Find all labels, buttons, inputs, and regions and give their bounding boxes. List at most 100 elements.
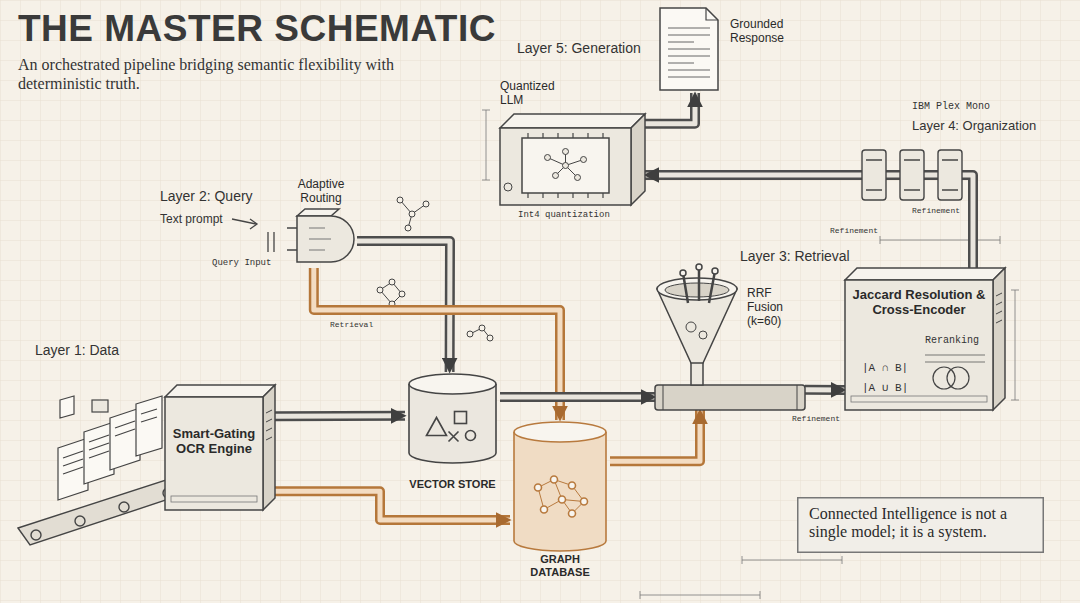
llm-box-outline bbox=[522, 138, 609, 193]
reranker-box-outline bbox=[993, 268, 1005, 410]
annotation-label: Query Input bbox=[212, 258, 271, 269]
llm-box-outline bbox=[527, 133, 528, 138]
ocr-engine-box-outline bbox=[165, 385, 275, 397]
note-box: Connected Intelligence is not a single m… bbox=[797, 497, 1044, 553]
reranker-box-outline bbox=[845, 268, 1005, 280]
fusion-funnel-outline bbox=[655, 385, 805, 410]
pipe-wall bbox=[500, 392, 655, 402]
ocr-engine-box-outline bbox=[171, 496, 257, 502]
graph-database-cylinder-outline bbox=[541, 506, 548, 513]
input-conveyor bbox=[18, 478, 184, 545]
llm-box-outline bbox=[631, 114, 645, 205]
diagram-title: THE MASTER SCHEMATIC bbox=[18, 8, 496, 50]
annotation-label: An orchestrated pipeline bridging semant… bbox=[18, 55, 428, 93]
response-document-outline bbox=[668, 70, 710, 71]
arrow-head bbox=[275, 491, 510, 520]
annotation-label: Int4 quantization bbox=[518, 210, 610, 221]
fusion-funnel: RRF Fusion (k=60) bbox=[655, 275, 805, 410]
annotation-label: Refinement bbox=[792, 414, 840, 424]
reranker-box-outline bbox=[996, 302, 1002, 305]
annotation-label: Layer 3: Retrieval bbox=[740, 248, 850, 265]
response-document-outline bbox=[668, 42, 694, 43]
pipe-connector bbox=[645, 93, 695, 124]
fusion-funnel-outline bbox=[665, 283, 729, 297]
input-conveyor bbox=[31, 530, 41, 540]
node-text: Quantized LLM bbox=[500, 80, 575, 108]
llm-box-outline bbox=[572, 133, 573, 138]
vector-store-cylinder-outline bbox=[409, 384, 496, 463]
fusion-funnel-outline bbox=[712, 268, 718, 274]
llm-box-outline bbox=[602, 133, 603, 138]
ocr-engine-box-outline bbox=[165, 397, 263, 510]
response-document-outline bbox=[668, 56, 710, 57]
graph-database-cylinder-outline bbox=[514, 422, 606, 442]
pipe-connector bbox=[275, 415, 405, 417]
refinement-filter bbox=[862, 150, 886, 200]
pipe-connector bbox=[275, 491, 510, 520]
response-document-outline bbox=[668, 77, 710, 78]
llm-box-outline bbox=[587, 193, 588, 198]
fusion-funnel-outline bbox=[686, 322, 696, 332]
response-document-outline bbox=[668, 35, 710, 36]
ocr-engine-box-outline bbox=[266, 428, 272, 431]
llm-box-outline bbox=[527, 193, 528, 198]
reranker-box-outline bbox=[996, 311, 1002, 314]
annotation-label: IBM Plex Mono bbox=[912, 101, 990, 113]
llm-box-outline bbox=[500, 114, 645, 128]
ocr-engine-box-outline bbox=[266, 410, 272, 413]
query-arrow bbox=[232, 219, 274, 252]
annotation-label: Refinement bbox=[830, 226, 878, 236]
llm-box-outline bbox=[602, 193, 603, 198]
llm-box-outline bbox=[563, 149, 569, 155]
fusion-funnel-outline bbox=[699, 331, 707, 339]
dimension-line bbox=[880, 236, 1000, 244]
llm-box-outline bbox=[581, 157, 587, 163]
query-arrow bbox=[268, 232, 274, 252]
response-document-outline bbox=[668, 28, 710, 29]
network-icon bbox=[479, 325, 485, 331]
node-text: GRAPH DATABASE bbox=[525, 553, 595, 578]
llm-box-outline bbox=[542, 193, 543, 198]
fusion-funnel-outline bbox=[691, 361, 703, 385]
routing-switch-outline bbox=[309, 228, 331, 250]
node-text: Smart-Gating OCR Engine bbox=[171, 427, 257, 457]
response-document-outline bbox=[706, 8, 718, 20]
pipe-wall bbox=[275, 491, 510, 520]
vector-store-cylinder-outline bbox=[427, 418, 447, 436]
network-icon bbox=[423, 201, 429, 207]
network-icon bbox=[409, 211, 415, 217]
network-icon bbox=[400, 200, 426, 228]
input-documents bbox=[63, 409, 157, 474]
arrow-head bbox=[645, 93, 695, 124]
graph-database-cylinder-outline bbox=[535, 484, 542, 491]
pipe-connector bbox=[500, 397, 655, 398]
fusion-funnel-outline bbox=[680, 270, 686, 276]
venn-symbol bbox=[925, 355, 985, 362]
response-document-outline bbox=[668, 63, 694, 64]
refinement-filter bbox=[900, 150, 924, 200]
dimension-line bbox=[640, 591, 760, 599]
graph-database-cylinder: GRAPH DATABASE bbox=[510, 420, 610, 585]
reranker-box-outline bbox=[996, 293, 1002, 296]
routing-switch-outline bbox=[297, 209, 339, 216]
graph-database-cylinder-outline bbox=[551, 476, 558, 483]
annotation-label: |A ∪ B| bbox=[862, 382, 908, 395]
dimension-line bbox=[742, 556, 842, 564]
llm-box-outline bbox=[504, 183, 512, 191]
refinement-filter bbox=[938, 150, 962, 200]
annotation-label: Refinement bbox=[912, 206, 960, 216]
response-document-outline bbox=[668, 49, 710, 50]
routing-switch: Adaptive Routing bbox=[285, 178, 357, 268]
pipe-wall bbox=[275, 411, 405, 422]
node-text: Grounded Response bbox=[730, 18, 810, 46]
dimension-line bbox=[482, 110, 490, 180]
dimension-line bbox=[1011, 290, 1019, 400]
llm-box-outline bbox=[545, 155, 551, 161]
node-text: Jaccard Resolution & Cross-Encoder bbox=[851, 288, 987, 318]
pipe-connector bbox=[805, 389, 845, 390]
graph-database-cylinder-outline bbox=[559, 496, 566, 503]
network-icon bbox=[467, 331, 473, 337]
